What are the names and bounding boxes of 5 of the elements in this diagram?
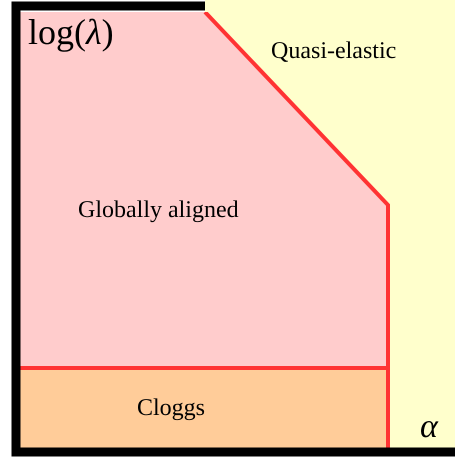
region-label: Cloggs <box>137 395 206 422</box>
region-label: Globally aligned <box>78 197 239 224</box>
region-label: Quasi-elastic <box>271 38 396 65</box>
axis-label: α <box>420 410 438 444</box>
axis-label: log(λ) <box>28 14 114 50</box>
